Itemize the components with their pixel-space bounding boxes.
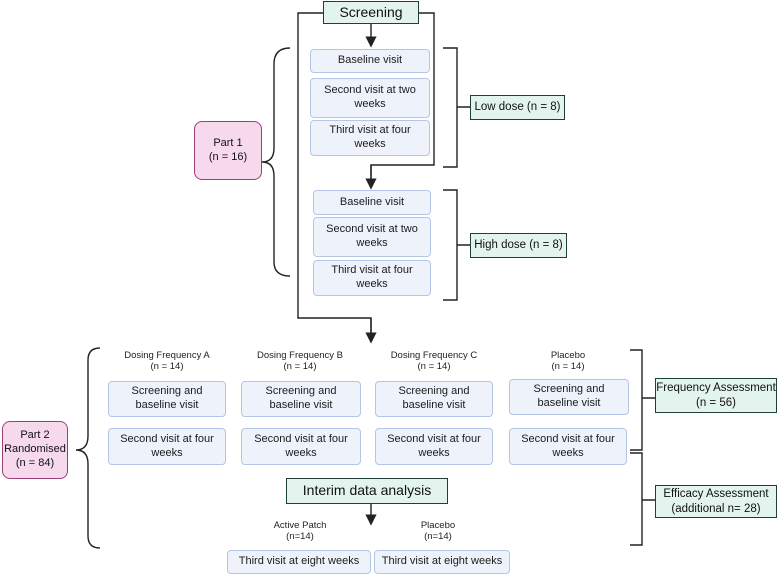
part1-n: (n = 16) [208, 150, 248, 163]
low-dose-bracket [443, 47, 470, 168]
group-placebo-n: (n = 14) [551, 361, 585, 373]
frequency-bracket [630, 349, 655, 451]
group-c-n: (n = 14) [417, 361, 451, 373]
part2-label: Part 2 Randomised [4, 429, 66, 456]
arm-active-n: (n=14) [286, 531, 314, 543]
group-c-name: Dosing Frequency C [390, 350, 478, 361]
low-third-visit: Third visit at four weeks [310, 120, 430, 156]
efficacy-assessment-label: Efficacy Assessment [663, 488, 769, 501]
group-a-screening-visit: Screening and baseline visit [108, 381, 226, 417]
high-baseline-visit: Baseline visit [313, 190, 431, 215]
part2-brace [75, 347, 101, 549]
group-a-header: Dosing Frequency A (n = 14) [112, 350, 222, 373]
group-b-name: Dosing Frequency B [256, 350, 344, 361]
group-b-second-visit: Second visit at four weeks [241, 428, 361, 465]
arm-active-header: Active Patch (n=14) [255, 520, 345, 543]
group-placebo-second-visit: Second visit at four weeks [509, 428, 627, 465]
low-baseline-visit: Baseline visit [310, 49, 430, 73]
group-c-screening-visit: Screening and baseline visit [375, 381, 493, 417]
screening-box: Screening [323, 1, 419, 24]
frequency-assessment-n: (n = 56) [696, 396, 736, 409]
group-a-n: (n = 14) [150, 361, 184, 373]
group-placebo-screening-visit: Screening and baseline visit [509, 379, 629, 415]
part1-brace [261, 47, 291, 277]
arm-placebo-header: Placebo (n=14) [393, 520, 483, 543]
efficacy-bracket [630, 452, 655, 546]
group-placebo-header: Placebo (n = 14) [513, 350, 623, 373]
arm-active-third-visit: Third visit at eight weeks [227, 550, 371, 574]
efficacy-assessment-n: (additional n= 28) [671, 502, 761, 515]
part2-box: Part 2 Randomised (n = 84) [2, 421, 68, 479]
group-b-screening-visit: Screening and baseline visit [241, 381, 361, 417]
high-dose-box: High dose (n = 8) [470, 233, 567, 258]
low-dose-box: Low dose (n = 8) [470, 95, 565, 120]
part1-label: Part 1 [213, 136, 243, 149]
high-second-visit: Second visit at two weeks [313, 217, 431, 257]
high-third-visit: Third visit at four weeks [313, 260, 431, 296]
frequency-assessment-box: Frequency Assessment (n = 56) [655, 378, 777, 413]
arm-placebo-name: Placebo [420, 520, 456, 531]
group-placebo-name: Placebo [550, 350, 586, 361]
group-a-second-visit: Second visit at four weeks [108, 428, 226, 465]
group-b-header: Dosing Frequency B (n = 14) [245, 350, 355, 373]
group-b-n: (n = 14) [283, 361, 317, 373]
arm-active-name: Active Patch [273, 520, 327, 531]
group-c-header: Dosing Frequency C (n = 14) [379, 350, 489, 373]
high-dose-bracket [443, 189, 470, 301]
group-c-second-visit: Second visit at four weeks [375, 428, 493, 465]
group-a-name: Dosing Frequency A [124, 350, 210, 361]
part1-box: Part 1 (n = 16) [194, 121, 262, 180]
efficacy-assessment-box: Efficacy Assessment (additional n= 28) [655, 485, 777, 518]
arm-placebo-n: (n=14) [424, 531, 452, 543]
frequency-assessment-label: Frequency Assessment [656, 382, 776, 395]
part2-n: (n = 84) [15, 456, 55, 469]
low-second-visit: Second visit at two weeks [310, 78, 430, 118]
interim-analysis-box: Interim data analysis [286, 478, 448, 504]
arm-placebo-third-visit: Third visit at eight weeks [374, 550, 510, 574]
